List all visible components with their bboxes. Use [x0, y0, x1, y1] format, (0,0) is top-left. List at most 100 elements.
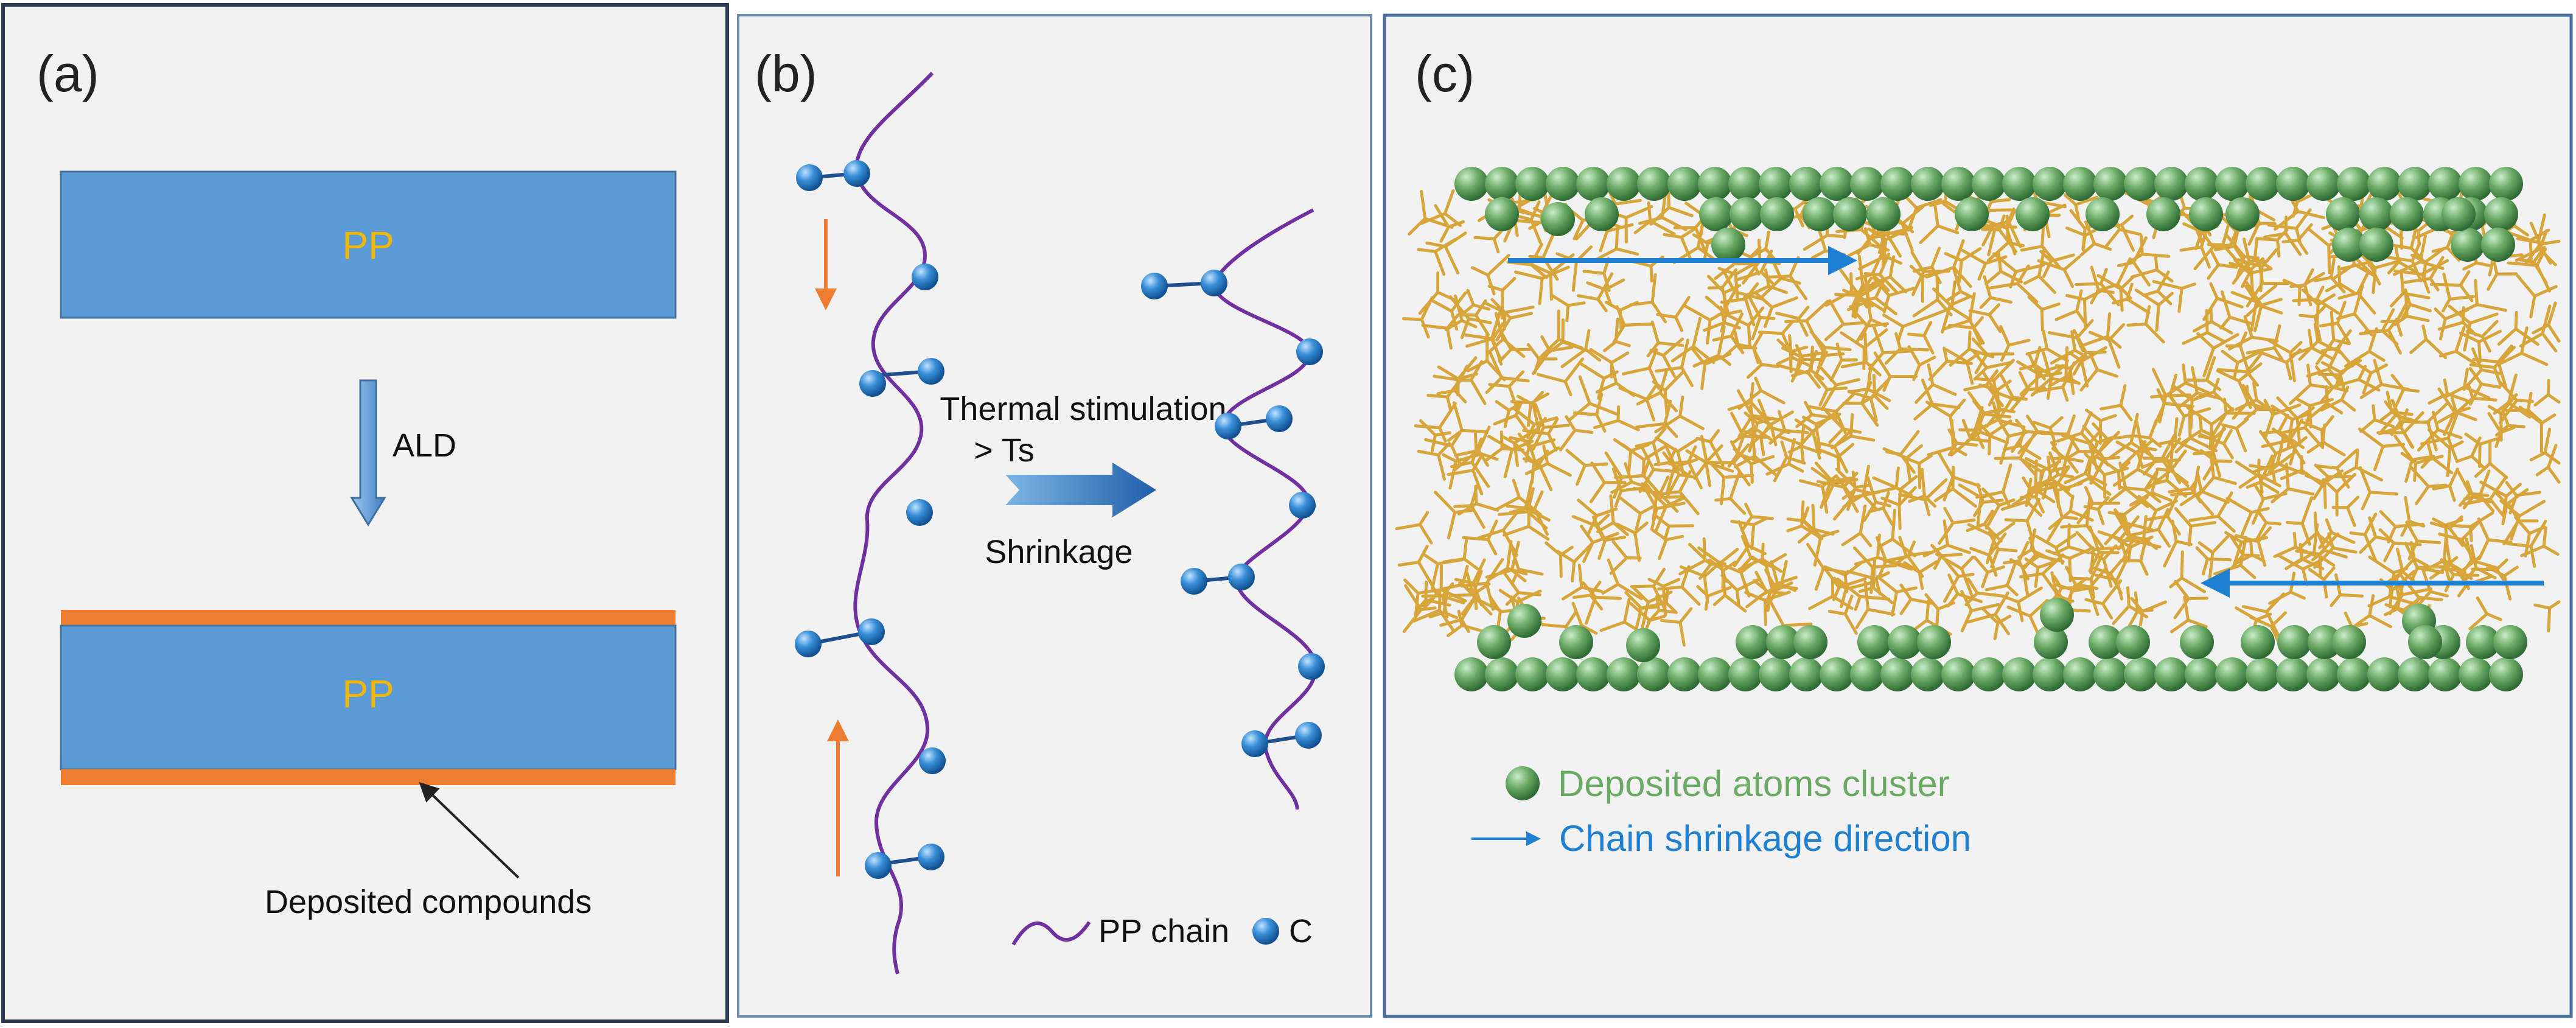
- deposited-atom: [1515, 657, 1549, 691]
- deposited-atom: [2337, 167, 2371, 201]
- carbon-atoms-left: [795, 160, 946, 879]
- deposited-compounds-label: Deposited compounds: [265, 884, 592, 920]
- carbon-atom: [1289, 492, 1316, 519]
- annotation-pointer: [419, 781, 520, 879]
- deposited-atom: [2180, 625, 2214, 659]
- deposited-atom: [1833, 197, 1867, 231]
- deposited-atom: [1789, 657, 1823, 691]
- deposited-atom: [2246, 657, 2280, 691]
- deposited-atom: [2359, 228, 2393, 262]
- deposited-atom: [2484, 197, 2518, 231]
- thermal-stimulation-label: Thermal stimulation: [940, 391, 1226, 427]
- deposited-atom: [2367, 657, 2401, 691]
- deposited-atom: [1736, 625, 1770, 659]
- deposited-atom: [1667, 657, 1702, 691]
- deposited-atom: [2332, 625, 2366, 659]
- shrinkage-arrow: [1005, 463, 1156, 517]
- deposited-atom: [1880, 657, 1915, 691]
- deposited-atom: [2398, 167, 2432, 201]
- carbon-atom: [858, 618, 885, 645]
- deposited-atom: [2277, 625, 2311, 659]
- deposited-atom: [1850, 657, 1884, 691]
- deposited-atom: [2489, 657, 2523, 691]
- deposited-atom: [2246, 167, 2280, 201]
- carbon-atom: [906, 499, 933, 526]
- deposited-atom: [1972, 657, 2006, 691]
- deposited-atom: [1626, 628, 1660, 662]
- deposited-atom: [2124, 657, 2158, 691]
- deposited-atom: [2063, 657, 2097, 691]
- deposited-atom: [2016, 197, 2050, 231]
- deposited-atom: [1585, 197, 1619, 231]
- deposited-atom: [2337, 657, 2371, 691]
- legend-carbon-label: C: [1289, 913, 1313, 949]
- pp-label-bottom: PP: [342, 672, 394, 716]
- deposited-atom: [1698, 657, 1732, 691]
- carbon-atom: [1141, 273, 1168, 299]
- carbon-atom: [1298, 653, 1325, 680]
- deposited-atom: [2146, 197, 2180, 231]
- carbon-atom: [1228, 564, 1255, 590]
- panel-a-label: (a): [37, 45, 99, 102]
- carbon-atom: [843, 160, 870, 187]
- carbon-atom: [1266, 405, 1293, 432]
- deposited-atom: [2002, 167, 2036, 201]
- deposited-atom: [2390, 197, 2424, 231]
- deposited-atom: [1515, 167, 1549, 201]
- deposited-atom: [2332, 228, 2366, 262]
- deposited-atom: [1911, 657, 1945, 691]
- deposited-atom: [2428, 657, 2462, 691]
- ts-label: > Ts: [974, 432, 1035, 469]
- deposited-atom: [1477, 625, 1511, 659]
- deposited-atom: [2093, 167, 2127, 201]
- deposited-atom: [1607, 167, 1641, 201]
- deposited-atom: [2306, 657, 2340, 691]
- carbon-atom: [1296, 338, 1323, 365]
- deposited-atom: [1711, 228, 1745, 262]
- carbon-atom: [1295, 722, 1322, 749]
- deposited-atom: [2225, 197, 2260, 231]
- deposited-atom: [2308, 625, 2342, 659]
- carbon-atoms-right: [1141, 270, 1325, 757]
- deposited-atom: [1866, 197, 1901, 231]
- deposited-atom: [1699, 197, 1733, 231]
- deposited-atom: [1507, 604, 1541, 638]
- deposited-atom: [2466, 625, 2500, 659]
- deposited-atom: [1637, 167, 1671, 201]
- panel-a: (a) PP ALD PP Deposited compounds: [1, 3, 729, 1023]
- deposited-atom: [1576, 657, 1610, 691]
- deposited-atom: [2063, 167, 2097, 201]
- deposited-atom: [1789, 167, 1823, 201]
- carbon-atom: [1215, 413, 1241, 439]
- coating-bottom: [61, 769, 675, 785]
- deposited-atom: [2276, 167, 2310, 201]
- deposited-atom: [2089, 625, 2123, 659]
- deposited-atom: [2033, 167, 2067, 201]
- panel-c: (c) Deposited atoms cluster Chain shrink…: [1383, 13, 2573, 1018]
- deposited-atom: [2459, 167, 2493, 201]
- panel-b: (b) Thermal stimulation > Ts Shrinkage: [737, 14, 1372, 1018]
- deposited-atom: [1607, 657, 1641, 691]
- deposited-atom: [2367, 167, 2401, 201]
- deposited-atom: [1730, 197, 1764, 231]
- pp-block-top: [60, 170, 677, 319]
- deposited-atom: [1759, 657, 1793, 691]
- deposited-atom: [2493, 625, 2527, 659]
- carbon-atom: [918, 358, 944, 385]
- carbon-atom: [1241, 730, 1268, 757]
- carbon-atom: [1181, 568, 1207, 595]
- deposited-atom: [2154, 167, 2188, 201]
- carbon-atom: [918, 844, 944, 870]
- deposited-atoms-top: [1454, 167, 2523, 262]
- carbon-atom: [912, 264, 938, 290]
- deposited-atom: [2481, 228, 2515, 262]
- legend-chain-icon: [1011, 921, 1091, 946]
- legend-cluster-label: Deposited atoms cluster: [1558, 763, 1950, 804]
- deposited-atom: [1888, 625, 1922, 659]
- deposited-atom: [2215, 657, 2249, 691]
- ald-label: ALD: [393, 427, 456, 464]
- deposited-atom: [2489, 167, 2523, 201]
- pp-label-top: PP: [342, 223, 394, 267]
- deposited-atom: [1454, 657, 1489, 691]
- deposited-atom: [2306, 167, 2340, 201]
